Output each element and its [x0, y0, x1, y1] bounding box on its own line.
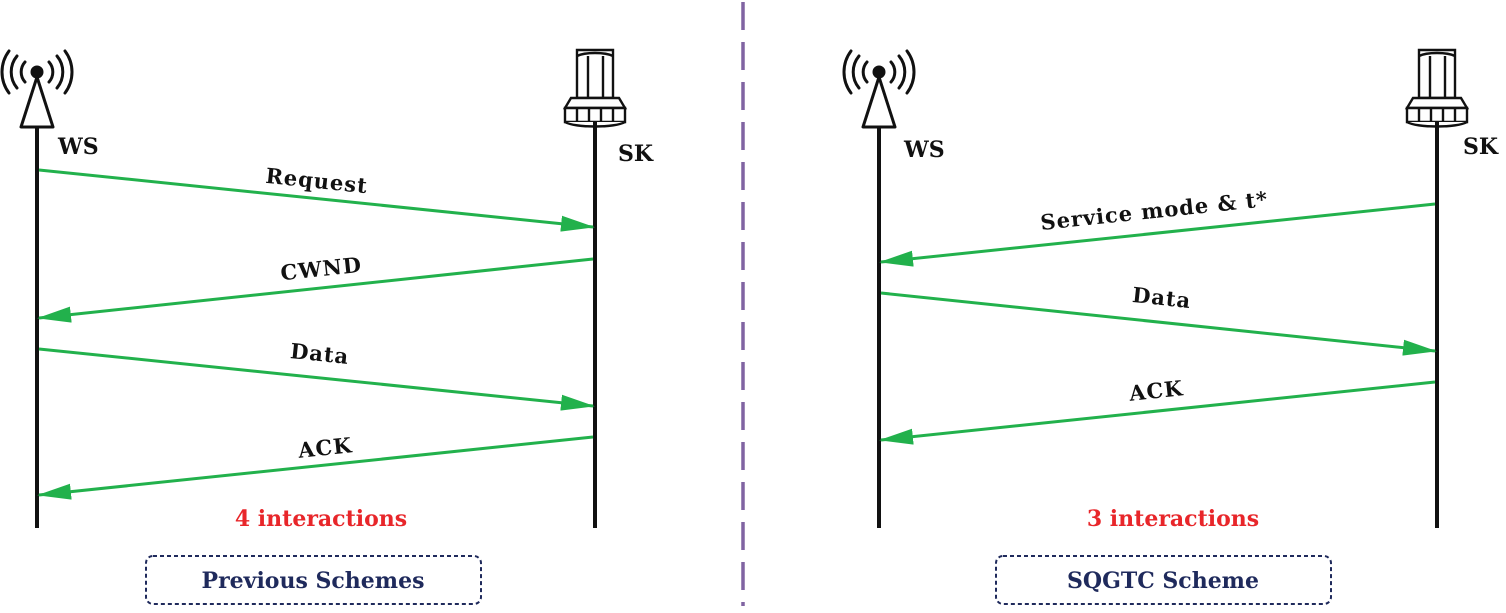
message-label: ACK	[296, 432, 354, 463]
panel-sqgtc-scheme: WS SK Service mode & t* Data ACK 3 inter…	[842, 48, 1499, 605]
wireless-station-antenna-icon	[0, 49, 74, 129]
arrow-data	[880, 291, 1437, 356]
sink-node-icon	[1404, 48, 1470, 128]
ws-label: WS	[903, 137, 945, 163]
scheme-name: Previous Schemes	[202, 568, 425, 594]
arrow-ack	[37, 435, 594, 500]
arrow-request	[38, 168, 595, 232]
scheme-box	[995, 555, 1332, 605]
scheme-box	[145, 555, 482, 605]
message-label: Data	[289, 338, 350, 369]
interaction-count: 4 interactions	[235, 506, 407, 532]
arrow-ack	[879, 380, 1436, 445]
sk-label: SK	[1463, 134, 1499, 160]
arrow-cwnd	[37, 257, 594, 323]
arrow-service-mode	[879, 202, 1436, 267]
message-label: ACK	[1127, 375, 1185, 406]
ws-label: WS	[57, 134, 99, 160]
arrow-data	[38, 347, 595, 411]
sink-node-icon	[562, 48, 628, 128]
scheme-name: SQGTC Scheme	[1067, 568, 1259, 594]
message-label: Service mode & t*	[1039, 186, 1269, 235]
sk-label: SK	[618, 141, 654, 167]
panel-previous-schemes: WS SK Request CWND Data ACK 4 interactio…	[0, 48, 654, 605]
message-label: CWND	[279, 252, 363, 286]
message-label: Data	[1131, 282, 1192, 313]
interaction-count: 3 interactions	[1087, 506, 1259, 532]
wireless-station-antenna-icon	[842, 49, 916, 129]
message-label: Request	[264, 163, 369, 198]
